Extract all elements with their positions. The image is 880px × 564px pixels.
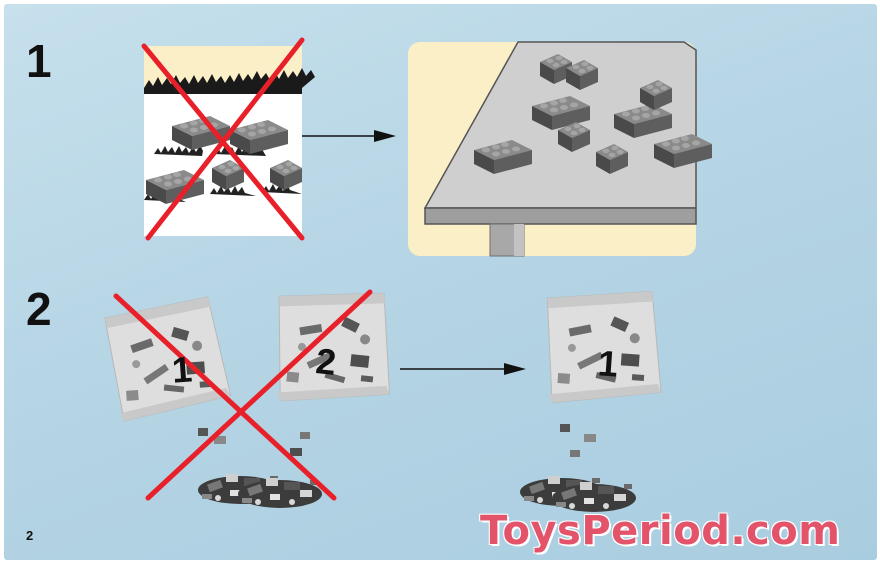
- arrow-right-icon-2: [400, 363, 526, 375]
- two-bags-wrong-illustration: [103, 281, 401, 508]
- bag-right-label: 1: [597, 342, 620, 384]
- watermark: ToysPeriod.com: [480, 508, 841, 554]
- arrow-right-icon: [302, 130, 396, 142]
- instruction-illustrations: 1 2 1: [103, 37, 712, 512]
- cross-line-c: [113, 293, 337, 501]
- cross-line-d: [145, 289, 373, 501]
- page-number: 2: [26, 528, 34, 543]
- one-bag-correct-illustration: [520, 283, 669, 512]
- wrong-surface-illustration: [141, 37, 315, 241]
- bag-1-label: 1: [171, 348, 194, 390]
- cross-line-b: [145, 37, 305, 241]
- step-number-1: 1: [26, 35, 52, 87]
- bag-2-label: 2: [314, 340, 338, 383]
- instruction-page: 1 2: [4, 4, 877, 560]
- table-surface-illustration: [408, 41, 712, 257]
- step-number-2: 2: [26, 283, 52, 335]
